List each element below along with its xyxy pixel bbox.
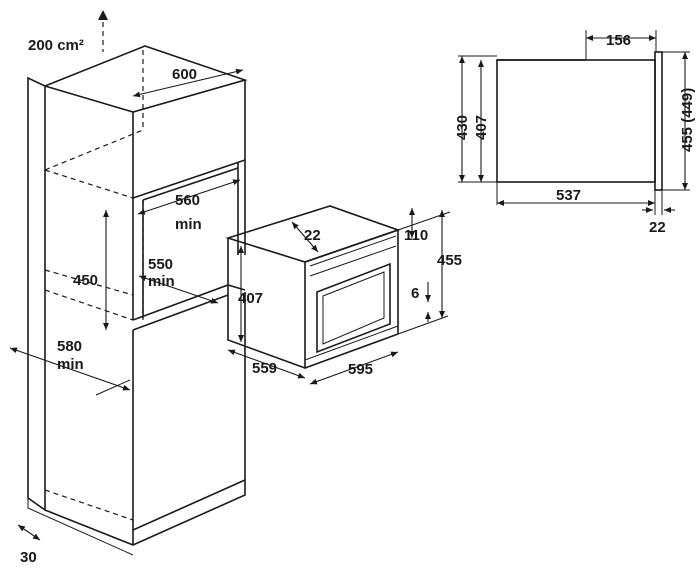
oven-top-offset-label: 22 xyxy=(304,227,321,244)
tall-cabinet xyxy=(27,10,248,556)
oven-total-height-label: 455 xyxy=(437,252,462,269)
oven-body-height-label: 407 xyxy=(238,290,263,307)
side-view-dimensions xyxy=(459,35,688,213)
niche-height-label: 450 xyxy=(73,272,98,289)
side-front-height-label: 455 (449) xyxy=(679,88,696,152)
vent-area-label: 200 cm² xyxy=(28,37,84,54)
side-inner-height-label: 407 xyxy=(473,115,490,140)
vent-arrow-icon xyxy=(98,10,108,20)
side-outer-height-label: 430 xyxy=(454,115,471,140)
oven-dimensions xyxy=(227,208,451,385)
niche-width-min-label: min xyxy=(175,216,202,233)
side-body-depth-label: 537 xyxy=(556,187,581,204)
cabinet-width-label: 600 xyxy=(172,66,197,83)
oven-depth-label: 559 xyxy=(252,360,277,377)
cabinet-depth-label: 580 xyxy=(57,338,82,355)
side-front-thickness-label: 22 xyxy=(649,219,666,236)
niche-width-label: 560 xyxy=(175,192,200,209)
oven-width-label: 595 xyxy=(348,361,373,378)
oven-bottom-gap-label: 6 xyxy=(411,285,419,302)
cabinet-depth-min-label: min xyxy=(57,356,84,373)
niche-depth-label: 550 xyxy=(148,256,173,273)
plinth-label: 30 xyxy=(20,549,37,566)
niche-depth-min-label: min xyxy=(148,273,175,290)
cabinet-dimensions xyxy=(9,68,244,541)
side-top-depth-label: 156 xyxy=(606,32,631,49)
oven-top-panel-label: 110 xyxy=(404,227,428,244)
